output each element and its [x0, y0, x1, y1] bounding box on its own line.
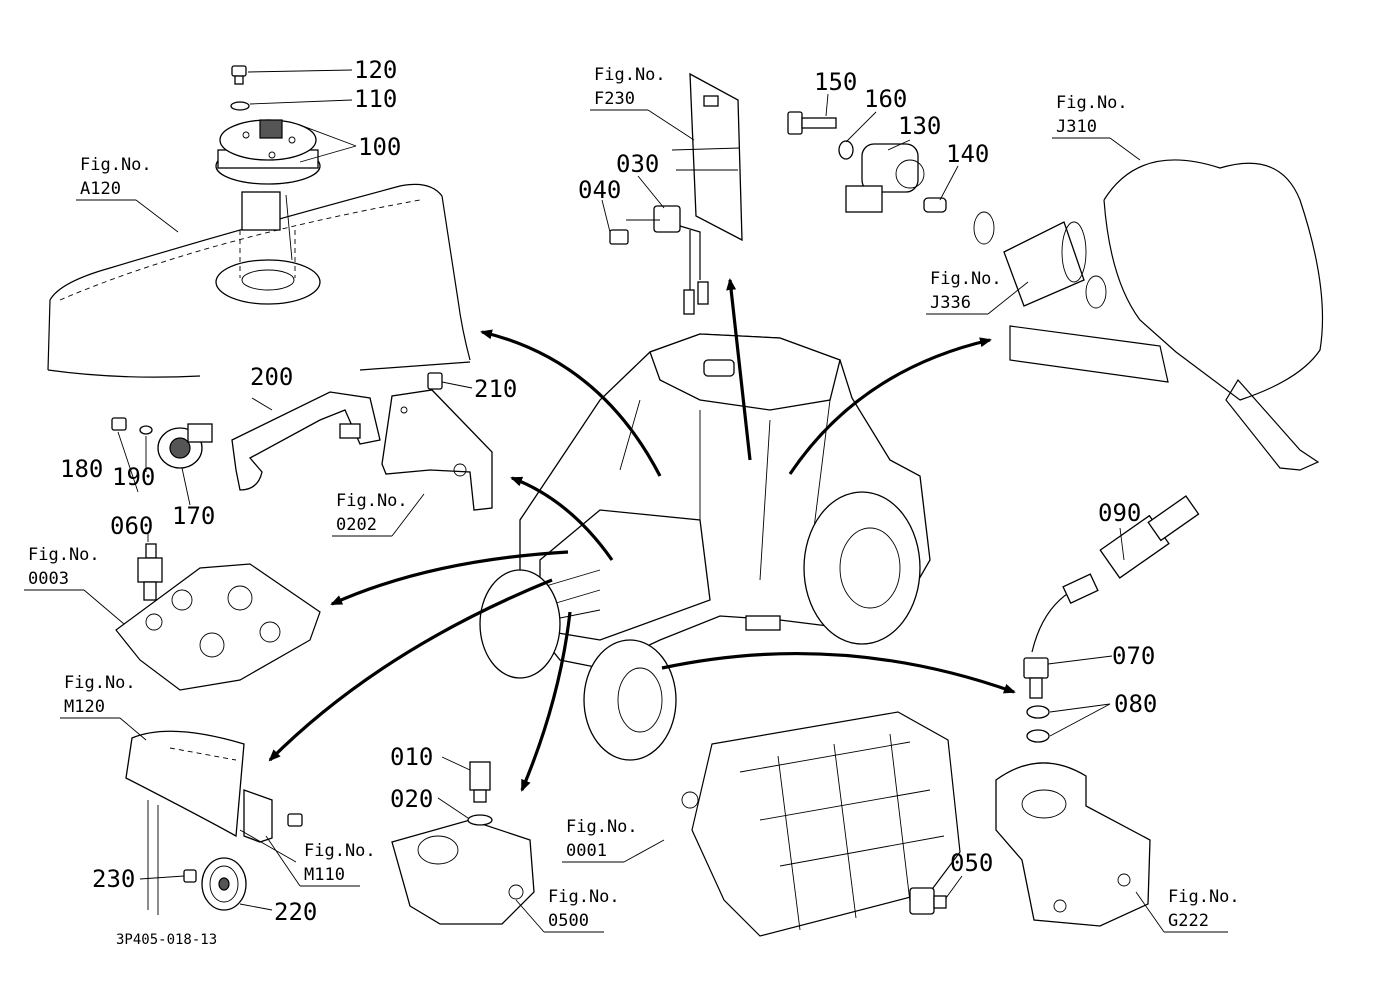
- label-200: 200: [250, 363, 293, 391]
- fig-ref-f230: Fig.No. F230: [590, 65, 695, 141]
- horn-220: [201, 857, 247, 911]
- fig-ref-g222: Fig.No. G222: [1135, 887, 1240, 933]
- sender-010: [469, 761, 491, 803]
- svg-text:0001: 0001: [566, 841, 607, 861]
- diagram-code: 3P405-018-13: [116, 932, 217, 948]
- fig-ref-m120: Fig.No. M120: [60, 673, 147, 741]
- svg-text:M120: M120: [64, 697, 105, 717]
- housing-g222: [995, 762, 1151, 927]
- label-120: 120: [354, 56, 397, 84]
- svg-text:Fig.No.: Fig.No.: [64, 673, 136, 693]
- svg-text:Fig.No.: Fig.No.: [566, 817, 638, 837]
- svg-text:F230: F230: [594, 89, 635, 109]
- nut-230: [183, 869, 197, 883]
- label-170: 170: [172, 502, 215, 530]
- bolt-m110: [287, 813, 303, 827]
- svg-text:0500: 0500: [548, 911, 589, 931]
- label-030: 030: [616, 150, 659, 178]
- fuel-tank-outline: [47, 183, 471, 378]
- svg-text:0202: 0202: [336, 515, 377, 535]
- column-plate-f230: [671, 72, 743, 242]
- fender-panel-m120: [125, 730, 245, 915]
- svg-text:Fig.No.: Fig.No.: [304, 841, 376, 861]
- tractor-illustration: [479, 333, 931, 761]
- label-110: 110: [354, 85, 397, 113]
- label-060: 060: [110, 512, 153, 540]
- screw-120: [231, 65, 247, 85]
- fig-ref-0003: Fig.No. 0003: [24, 545, 125, 625]
- label-040: 040: [578, 176, 621, 204]
- fig-ref-a120: Fig.No. A120: [76, 155, 179, 233]
- label-050: 050: [950, 849, 993, 877]
- screw-040: [609, 229, 629, 245]
- svg-text:Fig.No.: Fig.No.: [548, 887, 620, 907]
- label-220: 220: [274, 898, 317, 926]
- pin-140: [923, 197, 947, 213]
- temperature-sensor-060: [137, 543, 163, 601]
- pressure-switch-050: [909, 887, 947, 915]
- svg-text:0003: 0003: [28, 569, 69, 589]
- svg-text:Fig.No.: Fig.No.: [1168, 887, 1240, 907]
- fig-ref-m110: Fig.No. M110: [265, 835, 376, 887]
- axle-housing-j310: [1009, 159, 1324, 471]
- label-070: 070: [1112, 642, 1155, 670]
- washer-160: [838, 140, 854, 160]
- screw-180: [111, 417, 127, 431]
- label-140: 140: [946, 140, 989, 168]
- bolt-210: [427, 372, 443, 390]
- svg-text:Fig.No.: Fig.No.: [28, 545, 100, 565]
- label-160: 160: [864, 85, 907, 113]
- fig-ref-j336: Fig.No. J336: [926, 269, 1029, 315]
- svg-text:J336: J336: [930, 293, 971, 313]
- fig-ref-0001: Fig.No. 0001: [562, 817, 665, 863]
- label-230: 230: [92, 865, 135, 893]
- fuel-level-sender-unit: [215, 119, 321, 305]
- sensor-bracket-200: [231, 391, 381, 491]
- harness-090: [1031, 495, 1200, 653]
- washer-110: [230, 101, 250, 111]
- svg-text:Fig.No.: Fig.No.: [1056, 93, 1128, 113]
- label-180: 180: [60, 455, 103, 483]
- fig-ref-0500: Fig.No. 0500: [515, 887, 620, 933]
- label-210: 210: [474, 375, 517, 403]
- svg-text:Fig.No.: Fig.No.: [930, 269, 1002, 289]
- switch-070: [1023, 657, 1049, 699]
- washers-080: [1026, 705, 1050, 743]
- svg-text:Fig.No.: Fig.No.: [336, 491, 408, 511]
- svg-text:J310: J310: [1056, 117, 1097, 137]
- sleeve-j336: [973, 211, 1107, 309]
- label-090: 090: [1098, 499, 1141, 527]
- label-080: 080: [1114, 690, 1157, 718]
- mounting-plate-0202: [381, 389, 493, 511]
- label-150: 150: [814, 68, 857, 96]
- washer-190: [139, 425, 153, 435]
- bolt-150: [787, 111, 837, 135]
- label-100: 100: [358, 133, 401, 161]
- label-190: 190: [112, 463, 155, 491]
- svg-text:G222: G222: [1168, 911, 1209, 931]
- label-130: 130: [898, 112, 941, 140]
- svg-text:A120: A120: [80, 179, 121, 199]
- horn-bracket-m110: [243, 789, 273, 843]
- cylinder-head-0003: [115, 563, 321, 691]
- label-020: 020: [390, 785, 433, 813]
- flange-housing-0500: [391, 819, 535, 925]
- svg-text:Fig.No.: Fig.No.: [594, 65, 666, 85]
- svg-text:M110: M110: [304, 865, 345, 885]
- switch-130: [845, 143, 925, 213]
- label-010: 010: [390, 743, 433, 771]
- svg-text:Fig.No.: Fig.No.: [80, 155, 152, 175]
- sensor-170: [157, 423, 213, 469]
- switch-030: [653, 205, 709, 315]
- washer-020: [467, 814, 493, 826]
- fig-ref-0202: Fig.No. 0202: [332, 491, 425, 537]
- fig-ref-j310: Fig.No. J310: [1052, 93, 1141, 161]
- arrows: [268, 278, 1016, 792]
